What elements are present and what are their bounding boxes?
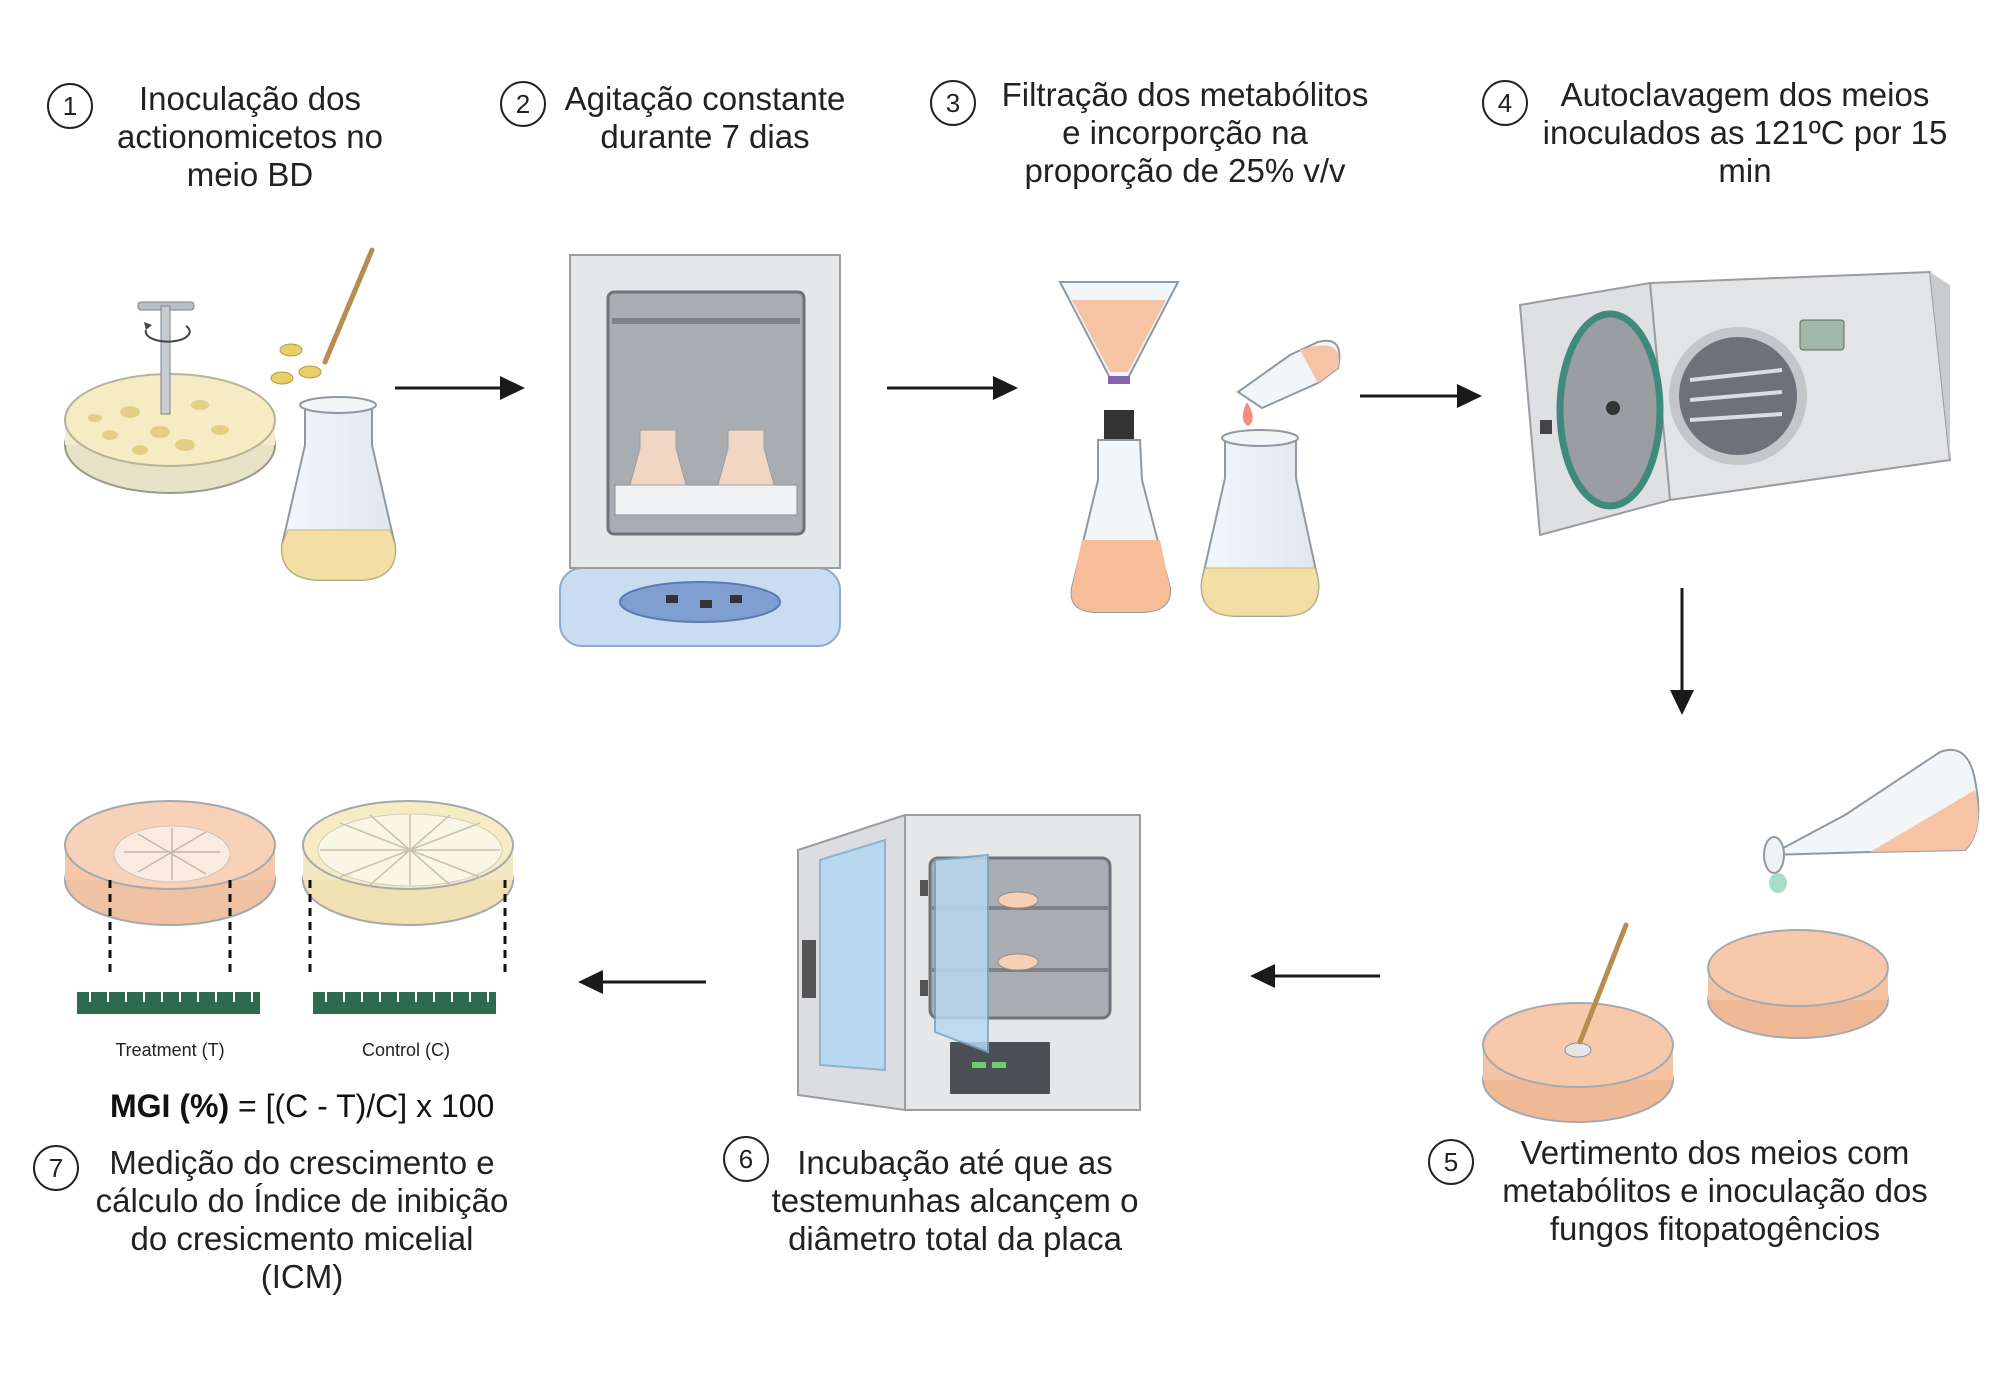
mgi-formula: MGI (%) = [(C - T)/C] x 100 — [110, 1088, 494, 1125]
step-4-line-2: inoculados as 121ºC por 15 — [1542, 114, 1948, 151]
step-4-caption: Autoclavagem dos meios inoculados as 121… — [1525, 76, 1965, 190]
incubator — [797, 813, 1141, 1112]
step-2-line-2: durante 7 dias — [600, 118, 810, 155]
step-6-caption: Incubação até que as testemunhas alcançe… — [760, 1144, 1150, 1258]
step-5-number: 5 — [1428, 1139, 1474, 1185]
step-4-line-1: Autoclavagem dos meios — [1560, 76, 1930, 113]
step-3-line-2: e incorporção na — [1062, 114, 1308, 151]
step-4-number: 4 — [1482, 80, 1528, 126]
arrow-2-3 — [887, 376, 1018, 400]
step-5-caption: Vertimento dos meios com metabólitos e i… — [1475, 1134, 1955, 1248]
step-3-number: 3 — [930, 80, 976, 126]
step-1-line-1: Inoculação dos — [139, 80, 361, 117]
pouring-flask-medium — [1763, 749, 1980, 893]
petri-dish-medium-poured — [1707, 929, 1889, 1039]
autoclave — [1518, 270, 1952, 537]
arrow-5-6 — [1250, 964, 1380, 988]
step-7-number: 7 — [33, 1145, 79, 1191]
step-1-caption: Inoculação dos actionomicetos no meio BD — [100, 80, 400, 194]
cork-borer-tool — [137, 301, 195, 415]
step-7-line-4: (ICM) — [260, 1258, 344, 1295]
step-6-number: 6 — [723, 1136, 769, 1182]
control-label: Control (C) — [361, 1040, 450, 1060]
step-1-line-3: meio BD — [186, 156, 314, 193]
step-2-number: 2 — [500, 81, 546, 127]
treatment-label: Treatment (T) — [115, 1040, 225, 1060]
step-6-line-2: testemunhas alcançem o — [771, 1182, 1139, 1219]
shaking-incubator — [559, 254, 841, 647]
ruler-treatment — [77, 992, 260, 1014]
step-7-line-1: Medição do crescimento e — [109, 1144, 495, 1181]
ruler-control — [313, 992, 496, 1014]
step-7-line-2: cálculo do Índice de inibição — [95, 1182, 509, 1219]
step-5-line-2: metabólitos e inoculação dos — [1502, 1172, 1928, 1209]
step-2-caption: Agitação constante durante 7 dias — [550, 80, 860, 156]
petri-dish-inoculated — [64, 373, 276, 494]
step-3-line-1: Filtração dos metabólitos — [1001, 76, 1369, 113]
step-7-caption: Medição do crescimento e cálculo do Índi… — [82, 1144, 522, 1296]
mgi-formula-term: MGI (%) — [110, 1088, 230, 1124]
step-5-line-1: Vertimento dos meios com — [1520, 1134, 1910, 1171]
arrow-1-2 — [395, 376, 525, 400]
inoculum-discs — [270, 247, 375, 385]
arrow-3-4 — [1360, 384, 1482, 408]
step-3-caption: Filtração dos metabólitos e incorporção … — [975, 76, 1395, 190]
arrow-6-7 — [578, 970, 706, 994]
petri-dish-treatment — [64, 800, 276, 975]
petri-dish-fungus-inoculated — [1482, 922, 1674, 1123]
step-1-number: 1 — [47, 83, 93, 129]
step-4-line-3: min — [1718, 152, 1772, 189]
arrow-4-5 — [1670, 588, 1694, 715]
step-7-line-3: do cresicmento micelial — [130, 1220, 474, 1257]
step-2-line-1: Agitação constante — [564, 80, 846, 117]
petri-dish-control — [302, 800, 514, 975]
step-1-line-2: actionomicetos no — [117, 118, 383, 155]
step-6-line-3: diâmetro total da placa — [788, 1220, 1122, 1257]
step-5-line-3: fungos fitopatogêncios — [1549, 1210, 1881, 1247]
mgi-formula-expression: = [(C - T)/C] x 100 — [229, 1088, 495, 1124]
step-3-line-3: proporção de 25% v/v — [1024, 152, 1346, 189]
filtration-funnel — [1058, 281, 1180, 613]
erlenmeyer-flask-bd — [280, 396, 397, 581]
step-6-line-1: Incubação até que as — [797, 1144, 1113, 1181]
pouring-flask-metabolites — [1236, 339, 1341, 426]
erlenmeyer-flask-receiving — [1200, 429, 1320, 617]
